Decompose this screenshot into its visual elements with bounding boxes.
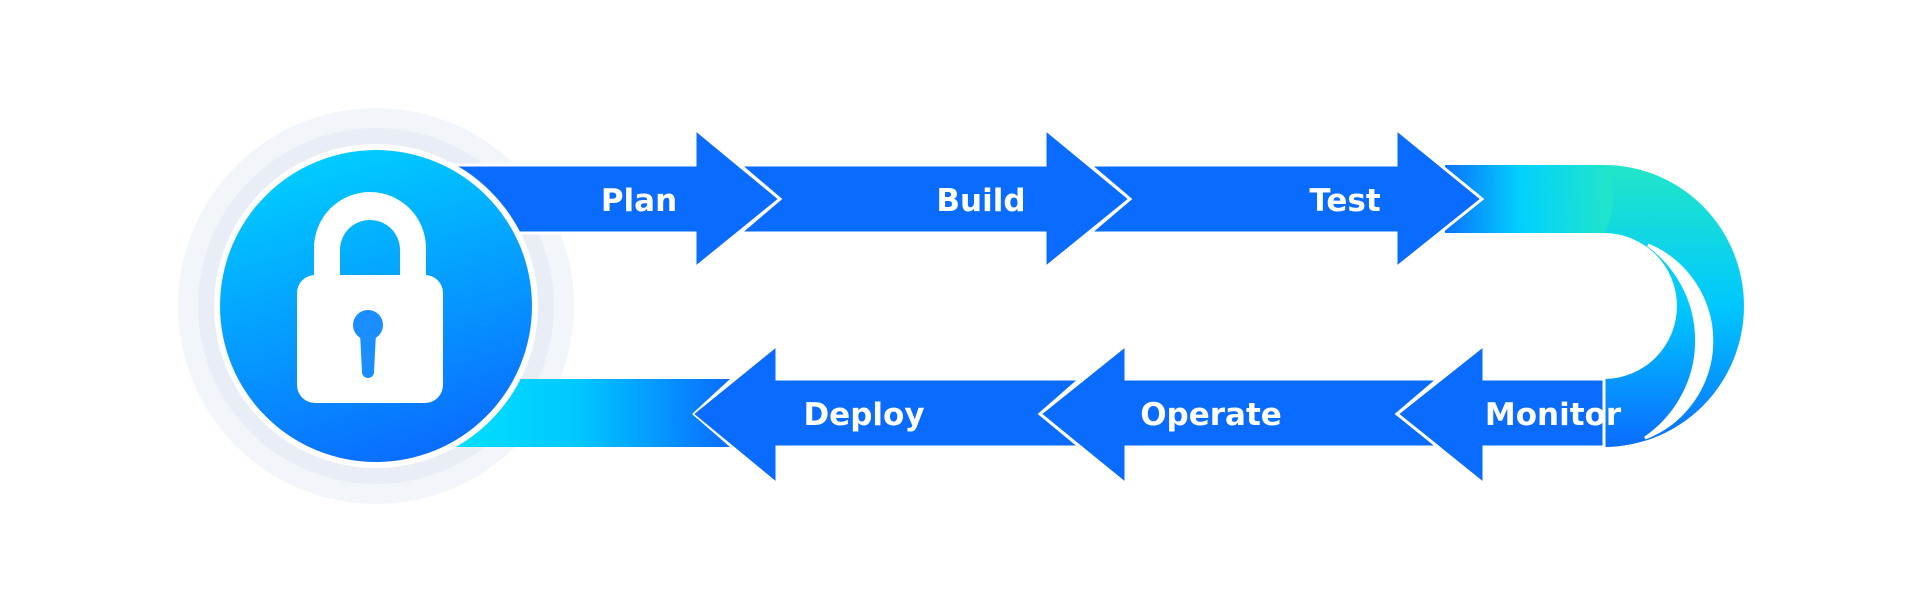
arrow-monitor: [1394, 341, 1606, 488]
lock-badge: [214, 144, 538, 468]
bottom-arrows: [452, 341, 1606, 488]
arrow-deploy: [689, 341, 1085, 488]
stage-label-build: Build: [936, 183, 1025, 219]
stage-label-plan: Plan: [601, 183, 677, 219]
top-arrows: [450, 125, 1485, 272]
stage-label-monitor: Monitor: [1485, 397, 1622, 433]
arrow-operate: [1037, 341, 1443, 488]
right-turn-connector: [1445, 165, 1744, 447]
keyhole-icon: [353, 310, 383, 378]
arrow-test: [1085, 125, 1485, 272]
stage-label-test: Test: [1309, 183, 1381, 219]
stage-label-operate: Operate: [1140, 397, 1282, 433]
stage-label-deploy: Deploy: [803, 397, 924, 433]
arrow-build: [735, 125, 1133, 272]
stage-labels: Plan Build Test Monitor Operate Deploy: [601, 183, 1622, 433]
bottom-tail: [452, 379, 730, 447]
